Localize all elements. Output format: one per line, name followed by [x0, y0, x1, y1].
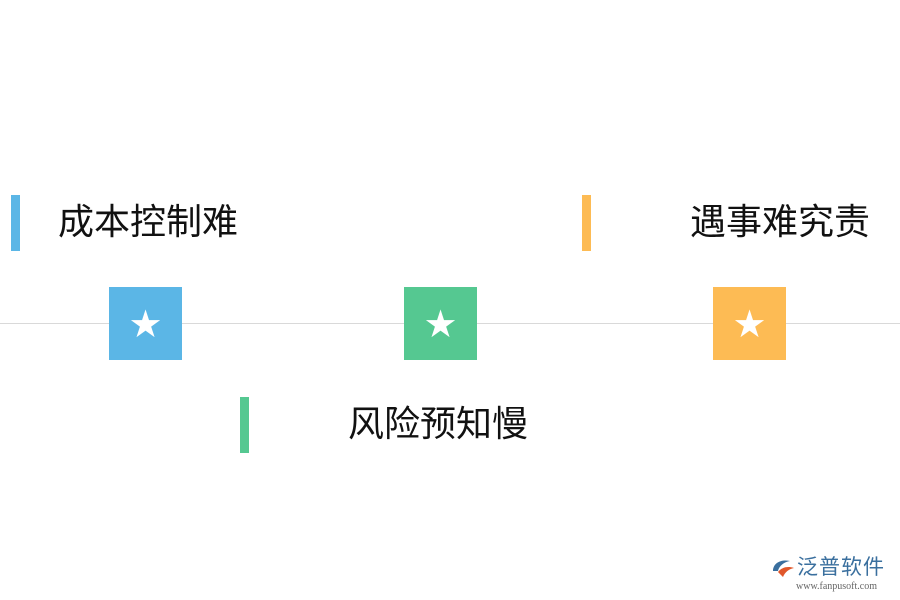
label-accent-bar-1 — [11, 195, 20, 251]
item-label-1: 成本控制难 — [58, 202, 239, 243]
brand-url: www.fanpusoft.com — [796, 581, 878, 592]
star-icon: ★ — [732, 301, 767, 346]
brand-name: 泛普软件 — [797, 555, 885, 579]
star-box-1: ★ — [109, 287, 182, 360]
star-icon: ★ — [423, 301, 458, 346]
label-accent-bar-2 — [240, 397, 249, 453]
brand-logo-icon — [773, 560, 794, 577]
item-label-3: 遇事难究责 — [690, 202, 871, 243]
star-box-3: ★ — [713, 287, 786, 360]
star-icon: ★ — [128, 301, 163, 346]
label-accent-bar-3 — [582, 195, 591, 251]
star-box-2: ★ — [404, 287, 477, 360]
item-label-2: 风险预知慢 — [348, 404, 529, 445]
brand-logo: 泛普软件 www.fanpusoft.com — [766, 551, 894, 597]
